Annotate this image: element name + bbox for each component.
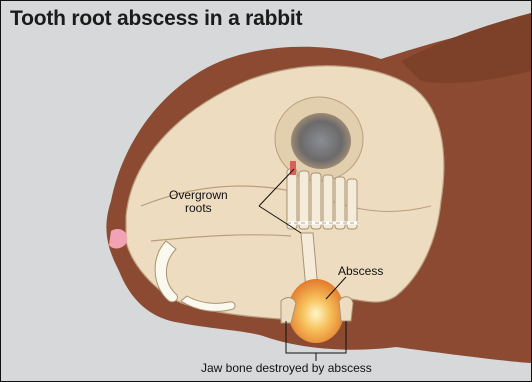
label-jaw-bone: Jaw bone destroyed by abscess: [201, 362, 372, 375]
label-abscess: Abscess: [338, 265, 383, 278]
label-overgrown-roots: Overgrown roots: [169, 189, 228, 215]
diagram-title: Tooth root abscess in a rabbit: [10, 7, 302, 31]
label-overgrown-line2: roots: [169, 202, 228, 215]
eye: [291, 113, 351, 169]
